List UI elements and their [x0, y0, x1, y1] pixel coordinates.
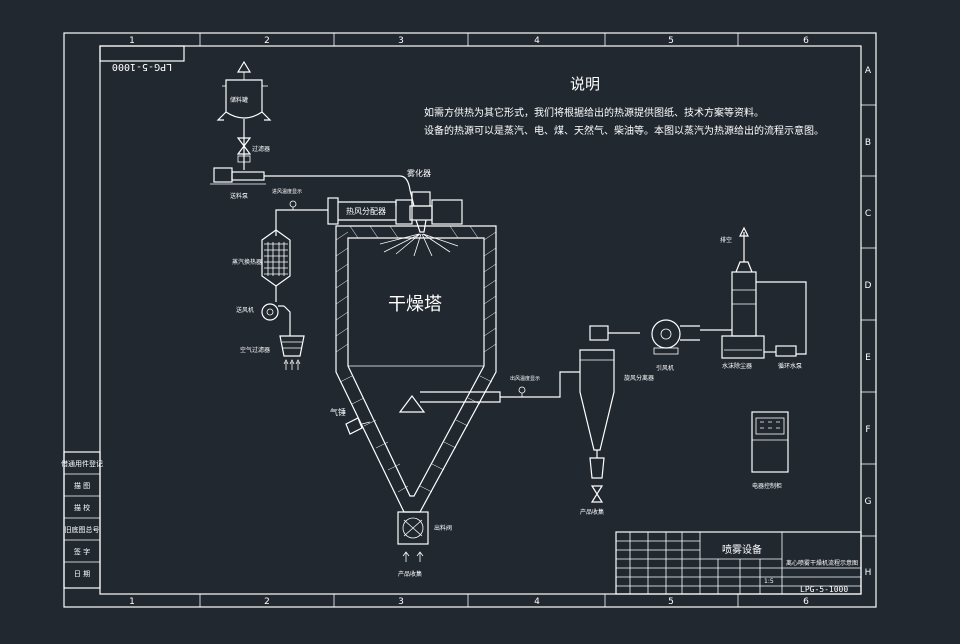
- col-label: 4: [534, 597, 540, 607]
- pump-label: 送料泵: [230, 192, 248, 200]
- cabinet-label: 电器控制柜: [752, 482, 782, 490]
- storage-tank: [216, 60, 272, 170]
- supply-fan: [261, 303, 291, 336]
- drawing-title: 离心喷雾干燥机流程示意图: [786, 559, 858, 567]
- notes-line-1: 如需方供热为其它形式，我们将根据给出的热源提供图纸、技术方案等资料。: [424, 106, 764, 119]
- col-label: 5: [668, 36, 674, 46]
- col-label: 1: [129, 36, 135, 46]
- tower-label: 干燥塔: [388, 294, 442, 315]
- col-label: 2: [264, 597, 270, 607]
- cyclone-label: 旋风分离器: [624, 374, 654, 382]
- hammer-label: 气锤: [330, 407, 346, 417]
- row-label: D: [865, 281, 872, 291]
- fan-out-label: 引风机: [656, 364, 674, 372]
- drawing-no-mirrored: LPG-5-1000: [112, 61, 172, 72]
- ruler-ticks: [199, 33, 876, 607]
- air-filter-label: 空气过滤器: [240, 346, 270, 354]
- filter-label: 过滤器: [252, 145, 270, 153]
- left-table-cell: 借通用件登记: [61, 459, 103, 468]
- product1-label: 产品收集: [398, 570, 422, 578]
- product-title: 喷雾设备: [722, 543, 762, 556]
- air-line: [275, 200, 328, 236]
- row-label: H: [865, 568, 872, 578]
- column-labels-bottom: 1 2 3 4 5 6: [129, 597, 809, 607]
- induced-fan: [651, 319, 732, 355]
- atomizer-label: 雾化器: [407, 168, 431, 178]
- col-label: 5: [668, 597, 674, 607]
- drawing-number: LPG-5-1000: [800, 585, 848, 594]
- col-label: 6: [803, 597, 809, 607]
- dispenser-label: 热风分配器: [346, 206, 386, 216]
- col-label: 3: [398, 36, 404, 46]
- air-filter: [279, 335, 305, 370]
- hot-air-dispenser: [327, 197, 463, 225]
- discharge-label: 出料阀: [434, 524, 452, 532]
- row-labels: A B C D E F G H: [865, 66, 872, 578]
- exhaust-duct: [398, 371, 580, 413]
- row-label: E: [865, 353, 871, 363]
- temp-in-label: 进风温度显示: [272, 188, 302, 195]
- feed-pump: [210, 167, 415, 207]
- left-table-cell: 旧底图总号: [65, 525, 100, 534]
- left-table-cell: 描 校: [74, 503, 90, 512]
- col-label: 3: [398, 597, 404, 607]
- outer-frame: [63, 32, 877, 608]
- steam-heater: [261, 229, 291, 302]
- notes-title: 说明: [570, 75, 600, 93]
- fan-in-label: 送风机: [236, 306, 254, 314]
- left-table-cell: 签 字: [74, 547, 90, 556]
- heater-label: 蒸汽换热器: [232, 258, 262, 266]
- water-pump-label: 循环水泵: [778, 362, 802, 370]
- exhaust-label: 排空: [720, 236, 732, 244]
- filter-valve: [236, 137, 252, 163]
- air-hammer: [345, 417, 371, 435]
- temp-out-label: 出风温度显示: [510, 375, 540, 382]
- scale-value: 1:5: [764, 578, 774, 585]
- notes-line-2: 设备的热源可以是蒸汽、电、煤、天然气、柴油等。本图以蒸汽为热源给出的流程示意图。: [424, 124, 824, 137]
- row-label: A: [865, 66, 872, 76]
- col-label: 6: [803, 36, 809, 46]
- scrubber: [721, 226, 807, 359]
- tank-label: 储料罐: [230, 96, 248, 104]
- row-label: C: [865, 209, 871, 219]
- control-cabinet: [751, 411, 789, 473]
- col-label: 1: [129, 597, 135, 607]
- cyclone: [579, 325, 640, 503]
- title-block: [615, 531, 862, 595]
- drawing-no-box: [99, 45, 185, 62]
- product2-label: 产品收集: [580, 508, 604, 516]
- row-label: B: [865, 138, 871, 148]
- discharge-valve: [397, 511, 429, 562]
- left-table-text: 借通用件登记 描 图 描 校 旧底图总号 签 字 日 期: [61, 459, 103, 578]
- left-table-cell: 描 图: [74, 481, 90, 490]
- col-label: 4: [534, 36, 540, 46]
- drying-tower: [335, 225, 497, 513]
- col-label: 2: [264, 36, 270, 46]
- scrubber-label: 水沫除尘器: [722, 362, 752, 370]
- row-label: G: [865, 497, 872, 507]
- column-labels-top: 1 2 3 4 5 6: [129, 36, 809, 46]
- row-label: F: [865, 425, 870, 435]
- left-table-cell: 日 期: [74, 570, 90, 578]
- left-signoff-table: [63, 451, 101, 589]
